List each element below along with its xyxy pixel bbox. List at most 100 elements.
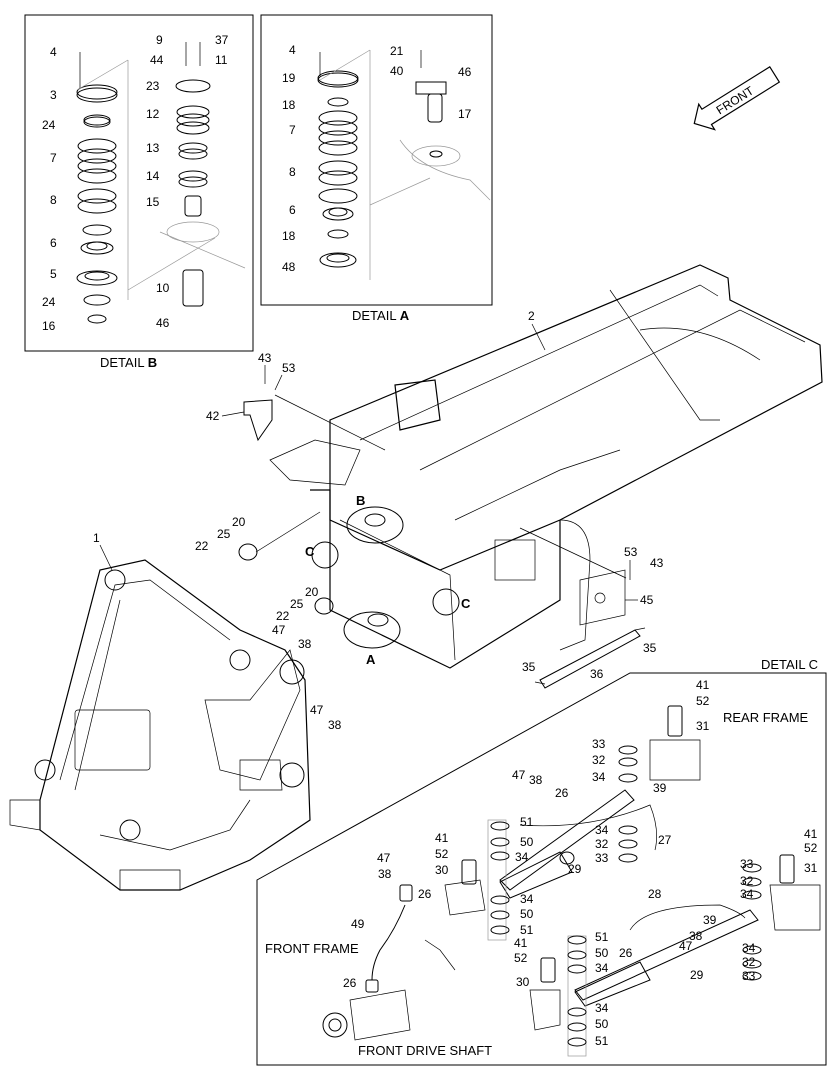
part-number: 47 [679, 939, 693, 953]
part-number: 31 [696, 719, 710, 733]
part-number: 19 [282, 71, 296, 85]
part-number: 38 [529, 773, 543, 787]
part-number: 25 [290, 597, 304, 611]
detail-a-border [260, 14, 493, 306]
part-number: 34 [595, 1001, 609, 1015]
part-number: 32 [595, 837, 609, 851]
upper-cylinder [444, 705, 701, 941]
part-number: 51 [520, 923, 534, 937]
callout-c: C [461, 596, 471, 611]
part-number: 24 [42, 295, 56, 309]
part-number: 7 [289, 123, 296, 137]
part-number: 26 [418, 887, 432, 901]
part-number: 4 [289, 43, 296, 57]
part-number: 34 [595, 961, 609, 975]
part-number: 24 [42, 118, 56, 132]
detail-b-border [24, 14, 254, 352]
part-number: 28 [648, 887, 662, 901]
part-number: 47 [272, 623, 286, 637]
part-number: 30 [516, 975, 530, 989]
part-number: 8 [50, 193, 57, 207]
part-number: 1 [93, 531, 100, 545]
part-number: 8 [289, 165, 296, 179]
part-number: 50 [520, 835, 534, 849]
part-number: 33 [592, 737, 606, 751]
part-number: 34 [592, 770, 606, 784]
part-number: 53 [282, 361, 296, 375]
part-number: 5 [50, 267, 57, 281]
part-number: 49 [351, 917, 365, 931]
part-number: 15 [146, 195, 160, 209]
part-number: 34 [740, 887, 754, 901]
front-frame-drawing [9, 559, 311, 891]
part-number: 31 [804, 861, 818, 875]
detail-b-stack [76, 42, 246, 324]
part-number: 10 [156, 281, 170, 295]
part-number: 13 [146, 141, 160, 155]
detail-a-stack [317, 49, 491, 280]
part-number: 18 [282, 229, 296, 243]
detail-a-caption: DETAIL A [352, 308, 410, 323]
part-number: 3 [50, 88, 57, 102]
part-number: 38 [689, 929, 703, 943]
part-number: 34 [515, 850, 529, 864]
part-number: 52 [435, 847, 449, 861]
part-number: 50 [595, 1017, 609, 1031]
part-number: 50 [595, 946, 609, 960]
detail-b-panel: 4 3 24 7 8 6 5 24 16 9 37 44 11 23 12 13… [24, 14, 254, 370]
part-number: 32 [740, 874, 754, 888]
part-number: 23 [146, 79, 160, 93]
detail-c-panel: DETAIL C REAR FRAME FRONT FRAME FRONT DR… [256, 657, 827, 1066]
part-number: 35 [643, 641, 657, 655]
part-number: 26 [555, 786, 569, 800]
part-number: 11 [215, 53, 228, 67]
detail-b-caption: DETAIL B [100, 355, 157, 370]
front-drive-shaft-view-label: FRONT DRIVE SHAFT [358, 1043, 492, 1058]
part-number: 52 [696, 694, 710, 708]
front-arrow: FRONT [693, 66, 781, 131]
part-number: 32 [742, 955, 756, 969]
part-number: 6 [289, 203, 296, 217]
detail-b-labels: 4 3 24 7 8 6 5 24 16 9 37 44 11 23 12 13… [42, 33, 229, 333]
part-number: 26 [343, 976, 357, 990]
part-number: 35 [522, 660, 536, 674]
part-number: 36 [590, 667, 604, 681]
part-number: 22 [276, 609, 290, 623]
part-number: 43 [650, 556, 664, 570]
part-number: 30 [435, 863, 449, 877]
part-number: 33 [742, 969, 756, 983]
part-number: 48 [282, 260, 296, 274]
part-number: 45 [640, 593, 654, 607]
part-number: 29 [568, 862, 582, 876]
main-labels: 1 2 43 53 42 20 25 22 20 25 22 47 38 47 … [93, 309, 664, 732]
part-number: 40 [390, 64, 404, 78]
part-number: 41 [435, 831, 449, 845]
part-number: 4 [50, 45, 57, 59]
detail-c-border [256, 672, 827, 1066]
part-number: 12 [146, 107, 160, 121]
part-number: 2 [528, 309, 535, 323]
front-frame-view-label: FRONT FRAME [265, 941, 359, 956]
part-number: 22 [195, 539, 209, 553]
part-number: 17 [458, 107, 472, 121]
part-number: 51 [595, 1034, 609, 1048]
part-number: 38 [328, 718, 342, 732]
part-number: 6 [50, 236, 57, 250]
part-number: 51 [595, 930, 609, 944]
part-number: 52 [514, 951, 528, 965]
lower-cylinder [529, 854, 821, 1057]
callout-b: B [356, 493, 365, 508]
detail-a-labels: 4 19 18 7 8 6 18 48 21 40 46 17 [282, 43, 472, 274]
part-number: 42 [206, 409, 220, 423]
part-number: 52 [804, 841, 818, 855]
part-number: 18 [282, 98, 296, 112]
part-number: 20 [232, 515, 246, 529]
part-number: 34 [520, 892, 534, 906]
callout-c: C [305, 544, 315, 559]
part-number: 29 [690, 968, 704, 982]
part-number: 9 [156, 33, 163, 47]
part-number: 41 [696, 678, 710, 692]
part-number: 33 [740, 857, 754, 871]
part-number: 43 [258, 351, 272, 365]
part-number: 47 [512, 768, 526, 782]
